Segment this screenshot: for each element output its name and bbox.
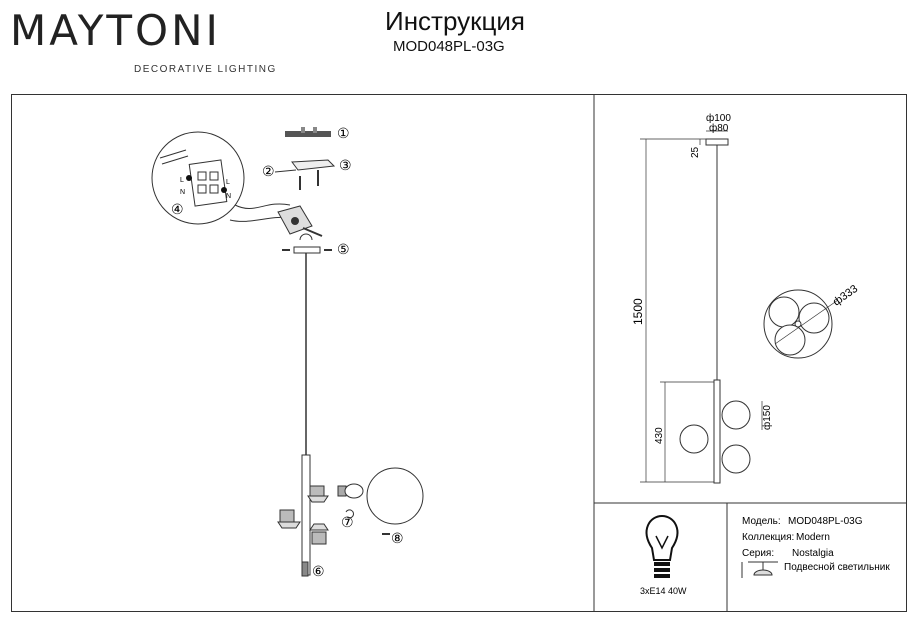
light-bulb <box>337 483 364 499</box>
dim-diameter-80: ф80 <box>709 122 729 134</box>
dim-diameter-150: ф150 <box>761 405 773 430</box>
bulb-spec: 3xE14 40W <box>640 586 687 596</box>
dim-diameter-333: ф333 <box>831 283 860 309</box>
spec-collection-label: Коллекция: <box>742 532 794 543</box>
dim-height-25: 25 <box>690 146 701 158</box>
spec-series-value: Nostalgia <box>792 548 834 559</box>
wire-label: N <box>226 193 231 200</box>
step-6-label: ⑥ <box>312 563 325 579</box>
mounting-bracket <box>285 127 331 137</box>
brand-tagline: DECORATIVE LIGHTING <box>134 64 277 75</box>
brand-logo: MAYTONI <box>10 6 221 55</box>
terminal-block <box>188 159 228 207</box>
spec-series-label: Серия: <box>742 548 774 559</box>
drawing-frame <box>11 94 907 612</box>
dim-diameter-100: ф100 <box>706 112 731 124</box>
canopy <box>282 233 332 254</box>
step-7-label: ⑦ <box>341 514 354 530</box>
dim-height-430: 430 <box>654 427 665 444</box>
step-3-label: ③ <box>339 157 352 173</box>
junction-box <box>277 205 323 237</box>
step-4-label: ④ <box>171 201 184 217</box>
spec-collection-value: Modern <box>796 532 830 543</box>
ceiling-plate <box>274 159 336 190</box>
pendant-type-icon <box>741 561 778 578</box>
lamp-body-rod <box>301 454 311 576</box>
dim-height-1500: 1500 <box>631 298 645 325</box>
model-code: MOD048PL-03G <box>393 38 505 55</box>
glass-shade <box>366 467 424 525</box>
step-1-label: ① <box>337 125 350 141</box>
spec-type-value: Подвесной светильник <box>784 562 890 573</box>
wire-label: L <box>180 177 184 184</box>
wire-label: N <box>180 189 185 196</box>
lamp-sockets <box>277 485 329 545</box>
wire-label: L <box>226 179 230 186</box>
bulb-icon <box>645 514 679 578</box>
step-8-label: ⑧ <box>391 530 404 546</box>
spec-model-label: Модель: <box>742 516 781 527</box>
step-5-label: ⑤ <box>337 241 350 257</box>
step-2-label: ② <box>262 163 275 179</box>
bottom-finial <box>301 561 309 577</box>
page-title: Инструкция <box>385 6 525 36</box>
dimension-drawing <box>640 130 839 484</box>
spec-model-value: MOD048PL-03G <box>788 516 863 527</box>
